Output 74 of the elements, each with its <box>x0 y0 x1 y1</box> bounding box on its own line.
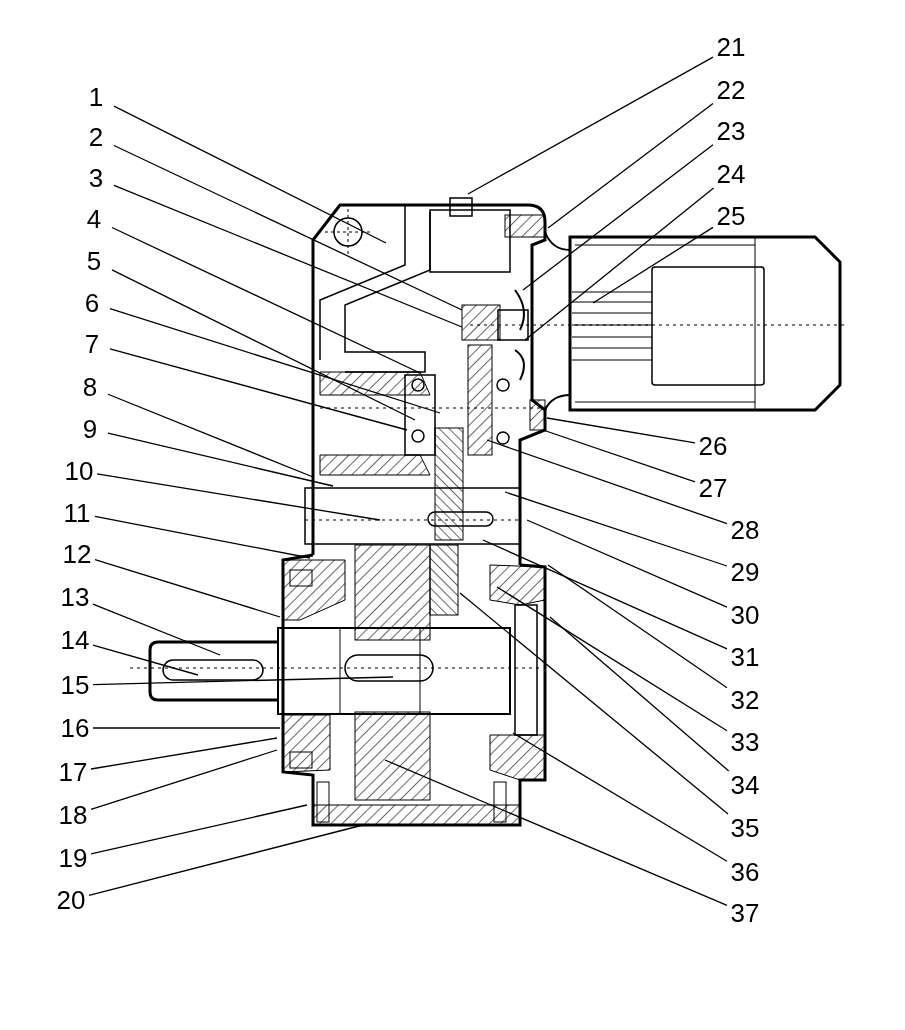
leader-line <box>96 473 381 521</box>
callout-number: 2 <box>78 123 114 151</box>
callout-number: 17 <box>55 758 91 786</box>
leader-line <box>107 432 334 487</box>
callout-number: 3 <box>78 164 114 192</box>
callout-number: 23 <box>713 117 749 145</box>
leader-line <box>546 417 696 444</box>
callout-number: 25 <box>713 202 749 230</box>
callout-number: 26 <box>695 432 731 460</box>
callout-number: 33 <box>727 728 763 756</box>
leader-line <box>90 804 308 855</box>
leader-line <box>94 515 311 559</box>
callout-number: 4 <box>76 205 112 233</box>
leader-line <box>522 144 714 291</box>
leader-line <box>113 144 463 311</box>
callout-number: 6 <box>74 289 110 317</box>
leader-line <box>92 603 221 656</box>
leader-line <box>496 586 728 732</box>
leader-line <box>111 269 416 421</box>
leader-line <box>113 105 387 244</box>
callout-number: 16 <box>57 714 93 742</box>
leader-line <box>512 732 728 862</box>
callout-number: 31 <box>727 643 763 671</box>
leader-line <box>88 824 364 897</box>
callout-number: 29 <box>727 558 763 586</box>
leader-line <box>524 187 715 341</box>
leader-line <box>92 644 199 676</box>
callout-number: 32 <box>727 686 763 714</box>
callout-number: 15 <box>57 671 93 699</box>
leader-line <box>486 439 728 525</box>
leader-line <box>109 348 408 431</box>
callout-number: 5 <box>76 247 112 275</box>
leader-line <box>92 727 281 729</box>
leader-line <box>113 184 463 328</box>
callout-number: 24 <box>713 160 749 188</box>
leader-line <box>109 308 441 414</box>
leader-line <box>592 226 714 304</box>
leader-line <box>107 393 314 478</box>
callout-number: 12 <box>59 540 95 568</box>
callout-number: 19 <box>55 844 91 872</box>
callout-number: 7 <box>74 330 110 358</box>
leader-line <box>542 429 696 483</box>
leader-line <box>90 749 278 810</box>
callout-number: 18 <box>55 801 91 829</box>
callout-number: 30 <box>727 601 763 629</box>
leader-line <box>549 616 730 772</box>
leader-line <box>94 558 281 618</box>
callout-number: 20 <box>53 886 89 914</box>
leader-line <box>92 676 394 686</box>
callout-number: 21 <box>713 33 749 61</box>
callout-number: 10 <box>61 457 97 485</box>
callout-number: 11 <box>59 499 95 527</box>
callout-number: 9 <box>72 415 108 443</box>
leader-line <box>467 56 714 195</box>
leader-line <box>547 102 714 229</box>
leader-line <box>504 491 728 567</box>
leader-line <box>459 592 729 815</box>
leader-line <box>547 564 728 689</box>
callout-number: 37 <box>727 899 763 927</box>
leader-line <box>482 539 728 650</box>
callout-number: 14 <box>57 626 93 654</box>
callout-number: 28 <box>727 516 763 544</box>
callout-number: 34 <box>727 771 763 799</box>
callout-number: 35 <box>727 814 763 842</box>
callout-number: 27 <box>695 474 731 502</box>
callout-number: 13 <box>57 583 93 611</box>
callout-number: 22 <box>713 76 749 104</box>
callout-number: 8 <box>72 373 108 401</box>
leader-line <box>90 737 278 770</box>
callout-number: 36 <box>727 858 763 886</box>
leader-line <box>384 759 728 906</box>
leader-line <box>526 519 728 608</box>
callout-number: 1 <box>78 83 114 111</box>
leader-line <box>111 226 421 374</box>
